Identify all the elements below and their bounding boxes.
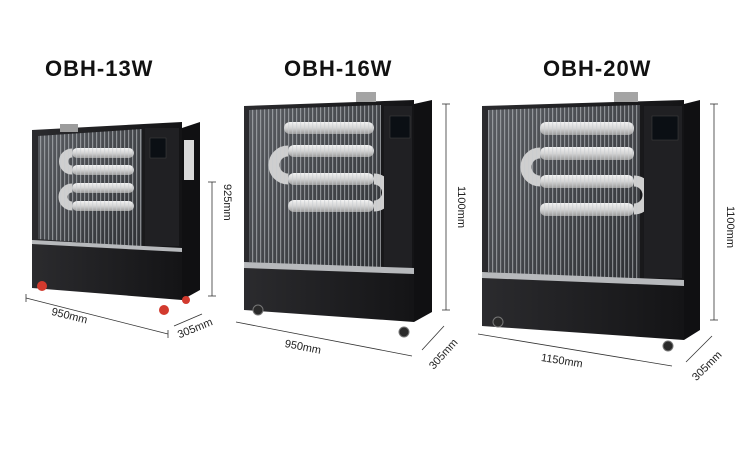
grille-bars — [249, 105, 381, 270]
model-title-20w: OBH-20W — [543, 56, 652, 81]
grille-bars — [488, 105, 640, 282]
height-label-13w: 925mm — [221, 184, 233, 221]
model-title-16w: OBH-16W — [284, 56, 393, 81]
height-label-20w: 1100mm — [724, 206, 736, 248]
caster-wheel — [662, 340, 674, 352]
caster-wheel — [37, 281, 47, 291]
heater-obh-20w — [482, 92, 700, 352]
trim-strip — [32, 240, 182, 252]
heater-side-panel — [414, 100, 432, 322]
digital-display — [389, 115, 411, 139]
trim-strip — [482, 272, 684, 286]
grille-bars — [38, 129, 142, 247]
caster-wheel — [159, 305, 169, 315]
caster-wheel — [252, 304, 264, 316]
heater-obh-13w — [32, 122, 200, 315]
caster-wheel — [492, 316, 504, 328]
height-label-16w: 1100mm — [455, 186, 467, 228]
exhaust-chimney — [60, 124, 78, 132]
digital-display — [149, 137, 167, 159]
digital-display — [651, 115, 679, 141]
caster-wheel — [182, 296, 190, 304]
dimension-lines — [25, 103, 718, 367]
exhaust-chimney — [614, 92, 638, 102]
heater-side-panel — [684, 100, 700, 340]
trim-strip — [244, 262, 414, 274]
caster-wheel — [398, 326, 410, 338]
model-title-13w: OBH-13W — [45, 56, 154, 81]
label-sticker — [184, 140, 194, 180]
heater-obh-16w — [244, 92, 432, 338]
exhaust-chimney — [356, 92, 376, 102]
